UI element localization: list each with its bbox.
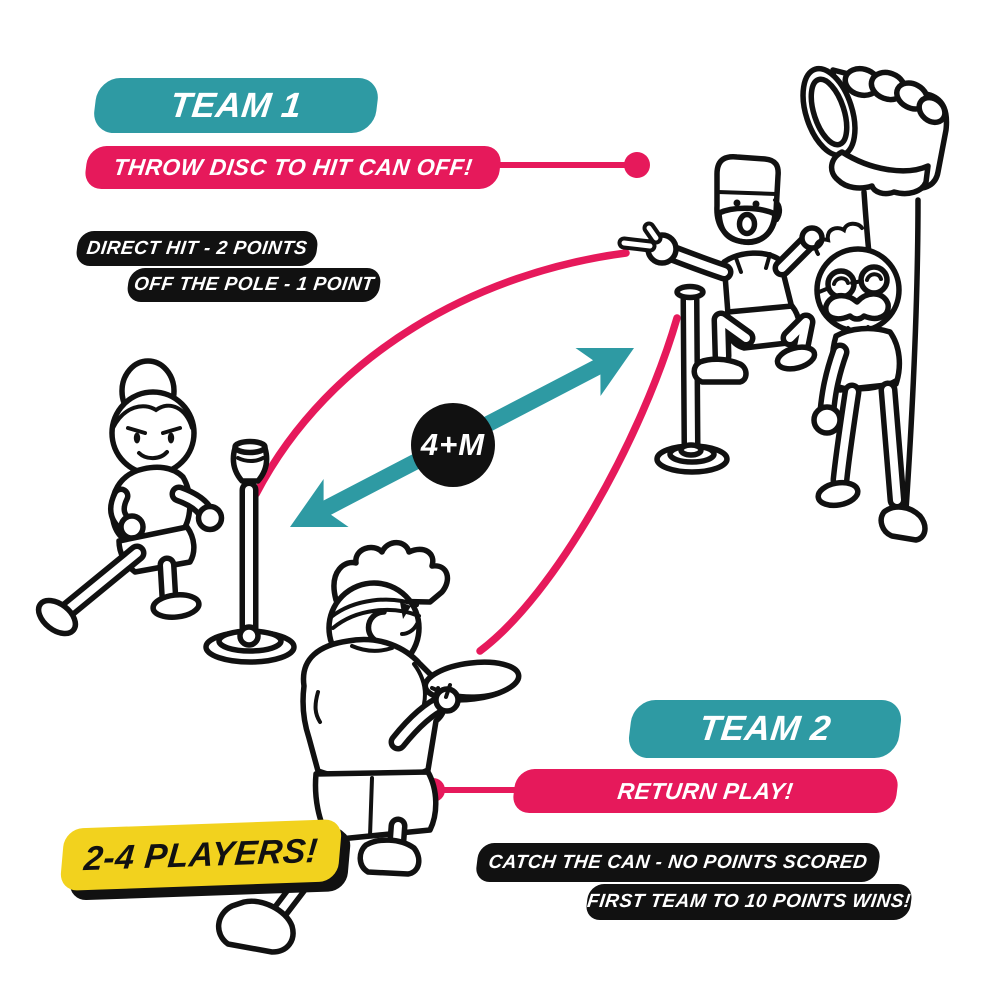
trajectory-throw-curve <box>252 249 630 498</box>
team1-rule-direct-hit: DIRECT HIT - 2 POINTS <box>74 231 320 266</box>
shoe <box>216 898 296 955</box>
left-pole-with-can <box>203 438 297 665</box>
shoe <box>774 344 818 372</box>
team2-rule-first-to-ten: FIRST TEAM TO 10 POINTS WINS! <box>584 884 914 920</box>
team2-rule-catch-can: CATCH THE CAN - NO POINTS SCORED <box>474 843 882 882</box>
team1-title-badge: TEAM 1 <box>91 78 381 133</box>
shoe <box>35 597 79 637</box>
team2-catching-player <box>811 221 928 543</box>
team1-instruction-badge: THROW DISC TO HIT CAN OFF! <box>83 146 503 189</box>
team1-rule-off-pole: OFF THE POLE - 1 POINT <box>125 268 383 302</box>
trajectory-return-curve <box>476 314 681 655</box>
can-on-pole <box>230 445 270 484</box>
shoe <box>357 837 422 877</box>
team2-pointing-player <box>617 154 825 385</box>
shoe <box>815 479 861 509</box>
disc-thrower <box>216 539 522 955</box>
throw-badge-connector <box>498 152 650 178</box>
team2-title-badge: TEAM 2 <box>626 700 904 758</box>
shoe <box>691 356 749 385</box>
team2-instruction-badge: RETURN PLAY! <box>511 769 900 813</box>
shoe <box>878 504 928 543</box>
right-pole <box>654 283 730 475</box>
shoe <box>150 592 202 620</box>
wrist <box>828 149 931 197</box>
mustache <box>823 291 891 322</box>
fist <box>811 404 843 436</box>
connector-dot <box>624 152 650 178</box>
players-count-badge: 2-4 PLAYERS! <box>59 819 343 891</box>
giant-hand-holding-can <box>800 65 950 197</box>
distance-marker: 4+M <box>411 403 495 487</box>
team1-player <box>35 358 225 637</box>
